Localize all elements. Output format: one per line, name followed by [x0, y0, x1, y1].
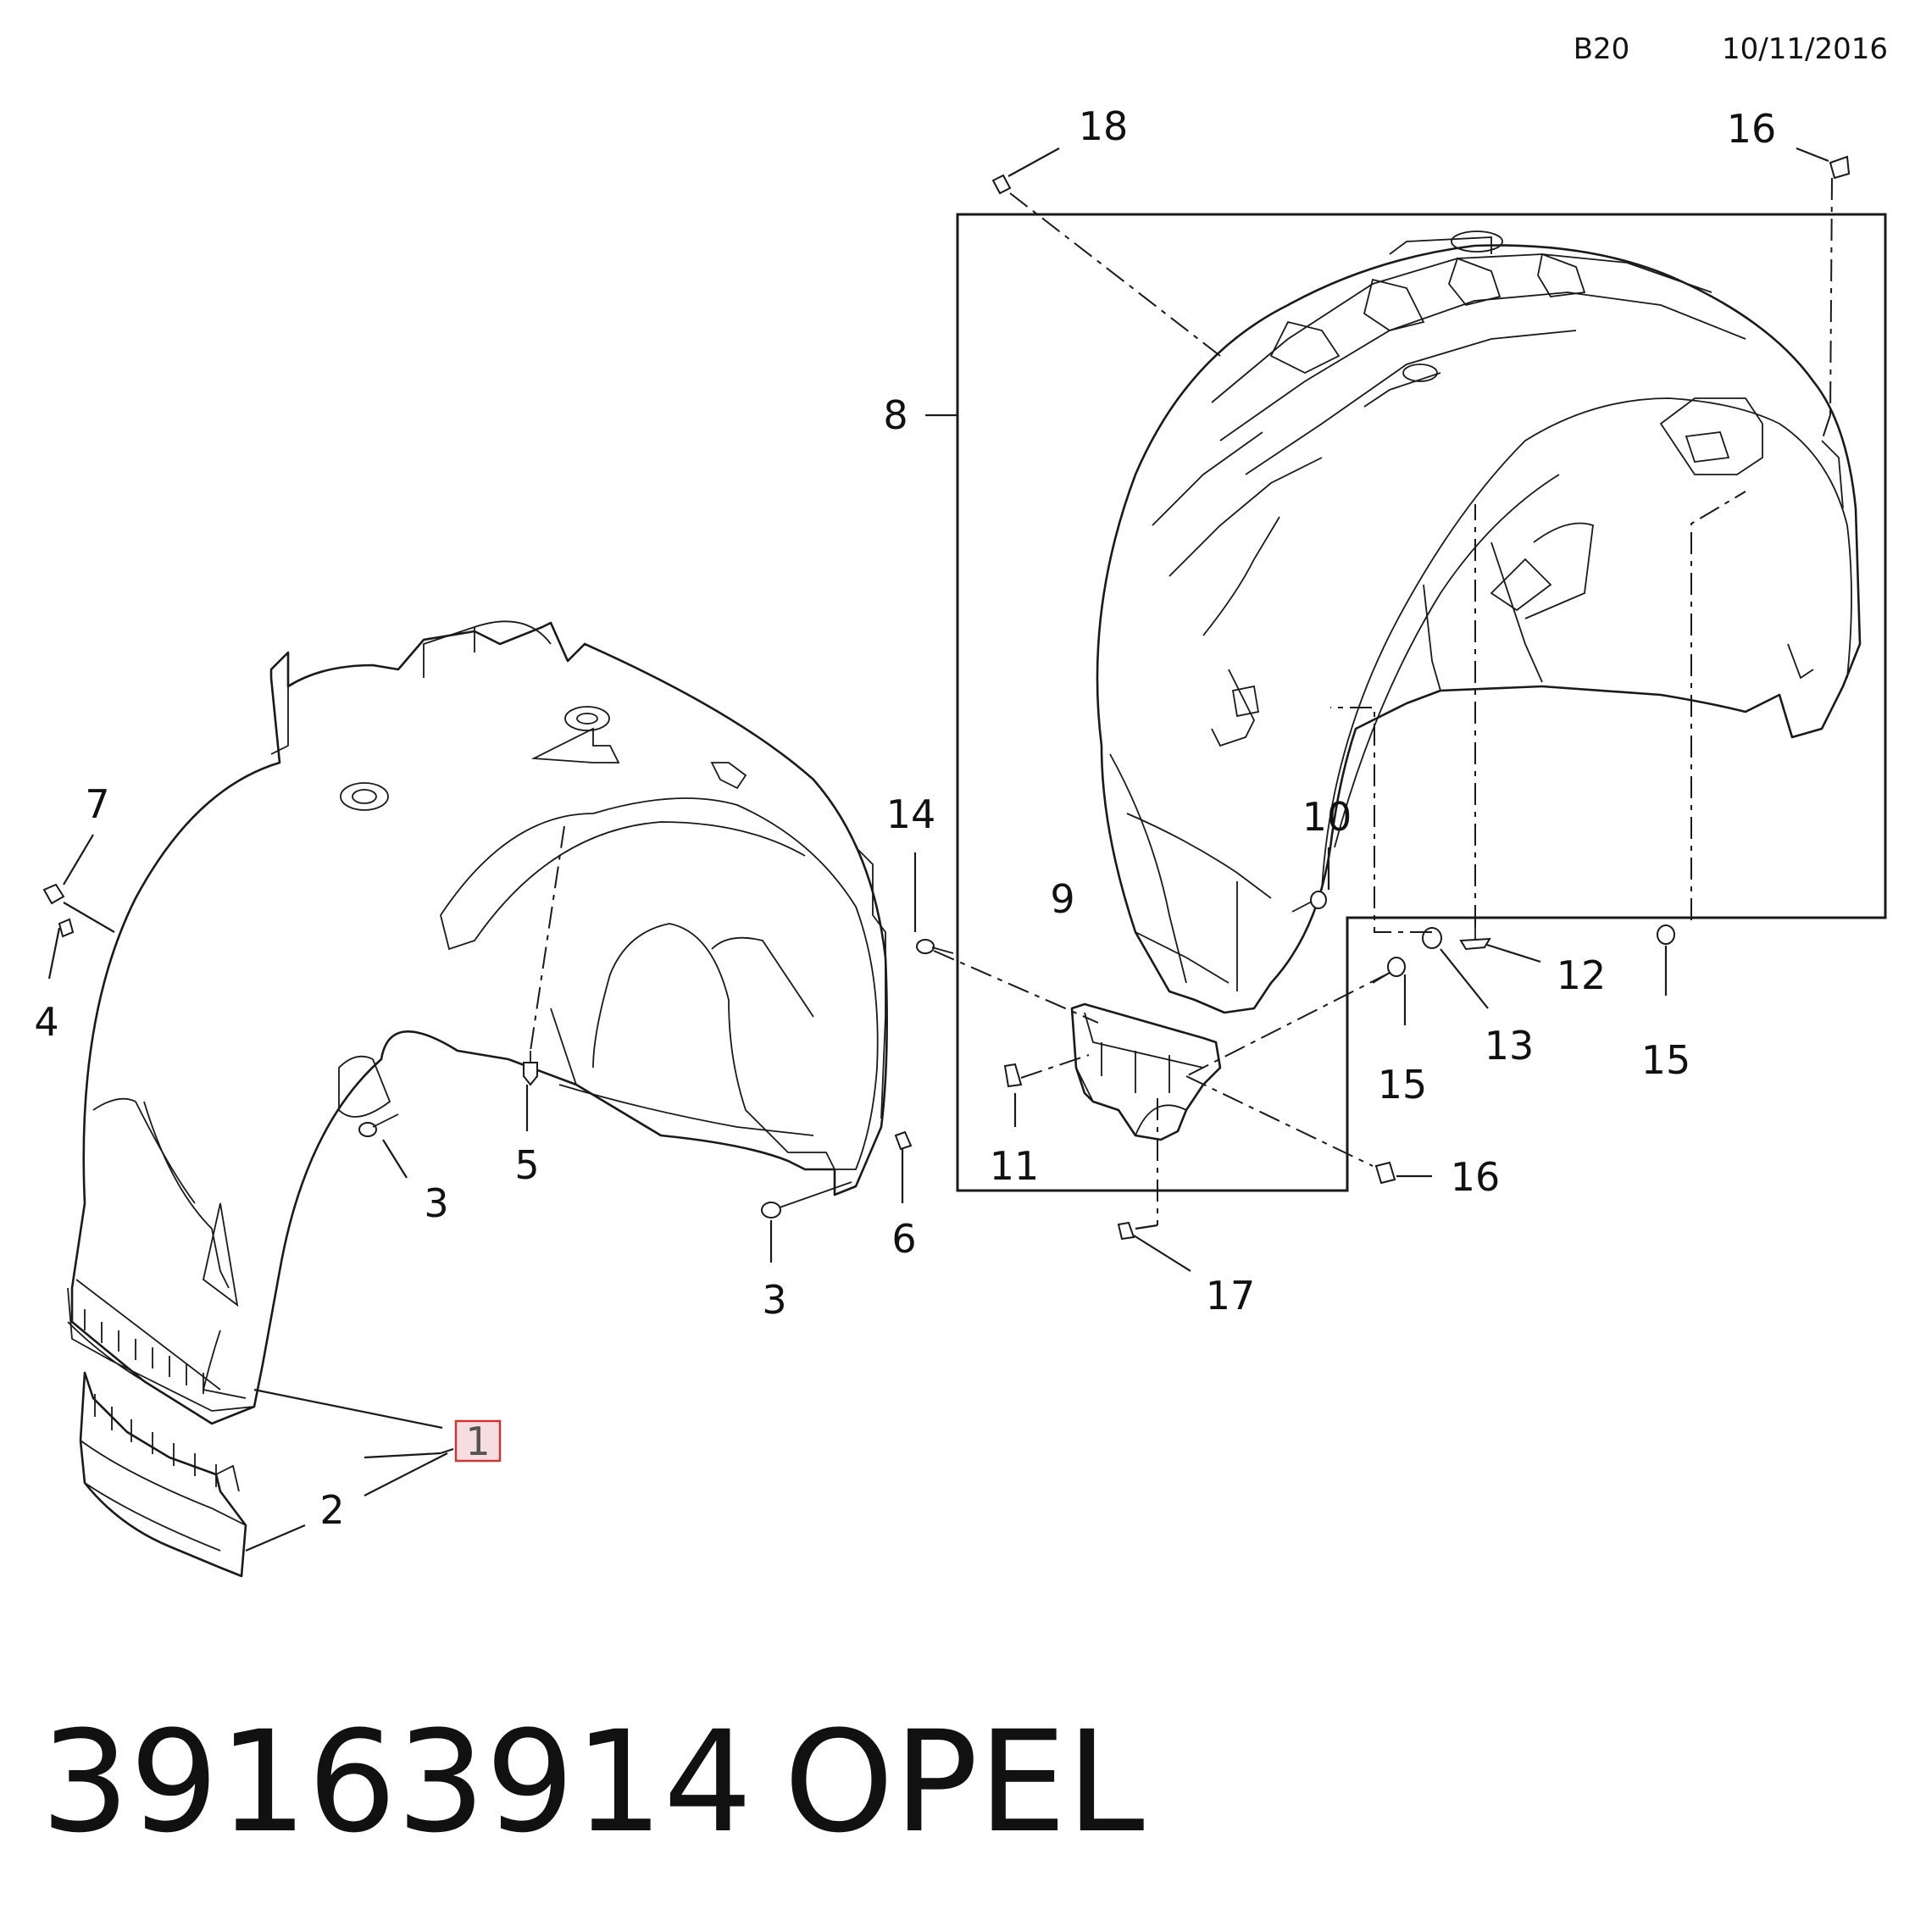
callout-9[interactable]: 9 [1050, 876, 1074, 922]
callout-3b[interactable]: 3 [762, 1277, 786, 1323]
callout-5[interactable]: 5 [514, 1142, 539, 1188]
fastener-6-clip [894, 1130, 913, 1151]
fastener-5-clip [523, 1051, 538, 1086]
diagram-date: 10/11/2016 [1722, 32, 1888, 66]
callout-15b[interactable]: 15 [1641, 1037, 1691, 1083]
leader-lines-right [913, 147, 1833, 1272]
callout-11[interactable]: 11 [990, 1143, 1040, 1189]
fastener-3a-screw [358, 1113, 399, 1137]
callout-labels: 1 2 3 3 4 5 6 7 8 9 10 11 12 13 14 15 15… [34, 103, 1776, 1533]
mounting-bracket [1070, 1002, 1222, 1141]
wheelhouse-liner-rear [1096, 230, 1862, 1014]
leader-lines-left [47, 825, 904, 1552]
fastener-18-clip [991, 174, 1012, 195]
fastener-10-screw [1291, 891, 1327, 913]
fastener-13-washer [1422, 927, 1442, 949]
fastener-16b-clip [1374, 1161, 1396, 1185]
kit-box [925, 213, 1887, 1192]
highlight-box-1 [454, 1419, 502, 1463]
fastener-12-clip [1459, 927, 1491, 951]
callout-3a[interactable]: 3 [424, 1180, 448, 1226]
fastener-14-screw [916, 939, 954, 954]
part-number: 39163914 [41, 1701, 752, 1863]
callout-1[interactable]: 1 [465, 1418, 490, 1464]
callout-10[interactable]: 10 [1302, 794, 1352, 840]
callout-13[interactable]: 13 [1485, 1023, 1535, 1069]
fastener-15a-screw [1372, 957, 1406, 984]
fastener-16a-clip [1829, 155, 1851, 180]
callout-16a[interactable]: 16 [1727, 106, 1777, 152]
fastener-11-clip [1003, 1063, 1023, 1088]
callout-14[interactable]: 14 [886, 791, 936, 837]
fastener-17-clip [1117, 1221, 1135, 1241]
callout-2[interactable]: 2 [319, 1487, 344, 1533]
diagram-code: B20 [1574, 32, 1630, 66]
fastener-15b-screw [1657, 924, 1675, 945]
wheelhouse-liner-extension [79, 1371, 247, 1578]
callout-18[interactable]: 18 [1079, 103, 1129, 149]
fastener-4-clip [58, 918, 75, 938]
callout-16b[interactable]: 16 [1451, 1154, 1501, 1200]
liner-clip-row [84, 1309, 204, 1394]
callout-17[interactable]: 17 [1206, 1273, 1256, 1319]
callout-6[interactable]: 6 [891, 1216, 916, 1262]
wheelhouse-liner-front [67, 620, 888, 1425]
callout-7[interactable]: 7 [85, 781, 109, 827]
fastener-3b-screw [761, 1181, 852, 1219]
callout-8[interactable]: 8 [883, 392, 908, 438]
callout-15a[interactable]: 15 [1378, 1062, 1428, 1108]
fastener-7-clip [42, 883, 65, 905]
callout-12[interactable]: 12 [1557, 952, 1607, 998]
brand-name: OPEL [784, 1701, 1145, 1863]
callout-4[interactable]: 4 [34, 999, 58, 1045]
